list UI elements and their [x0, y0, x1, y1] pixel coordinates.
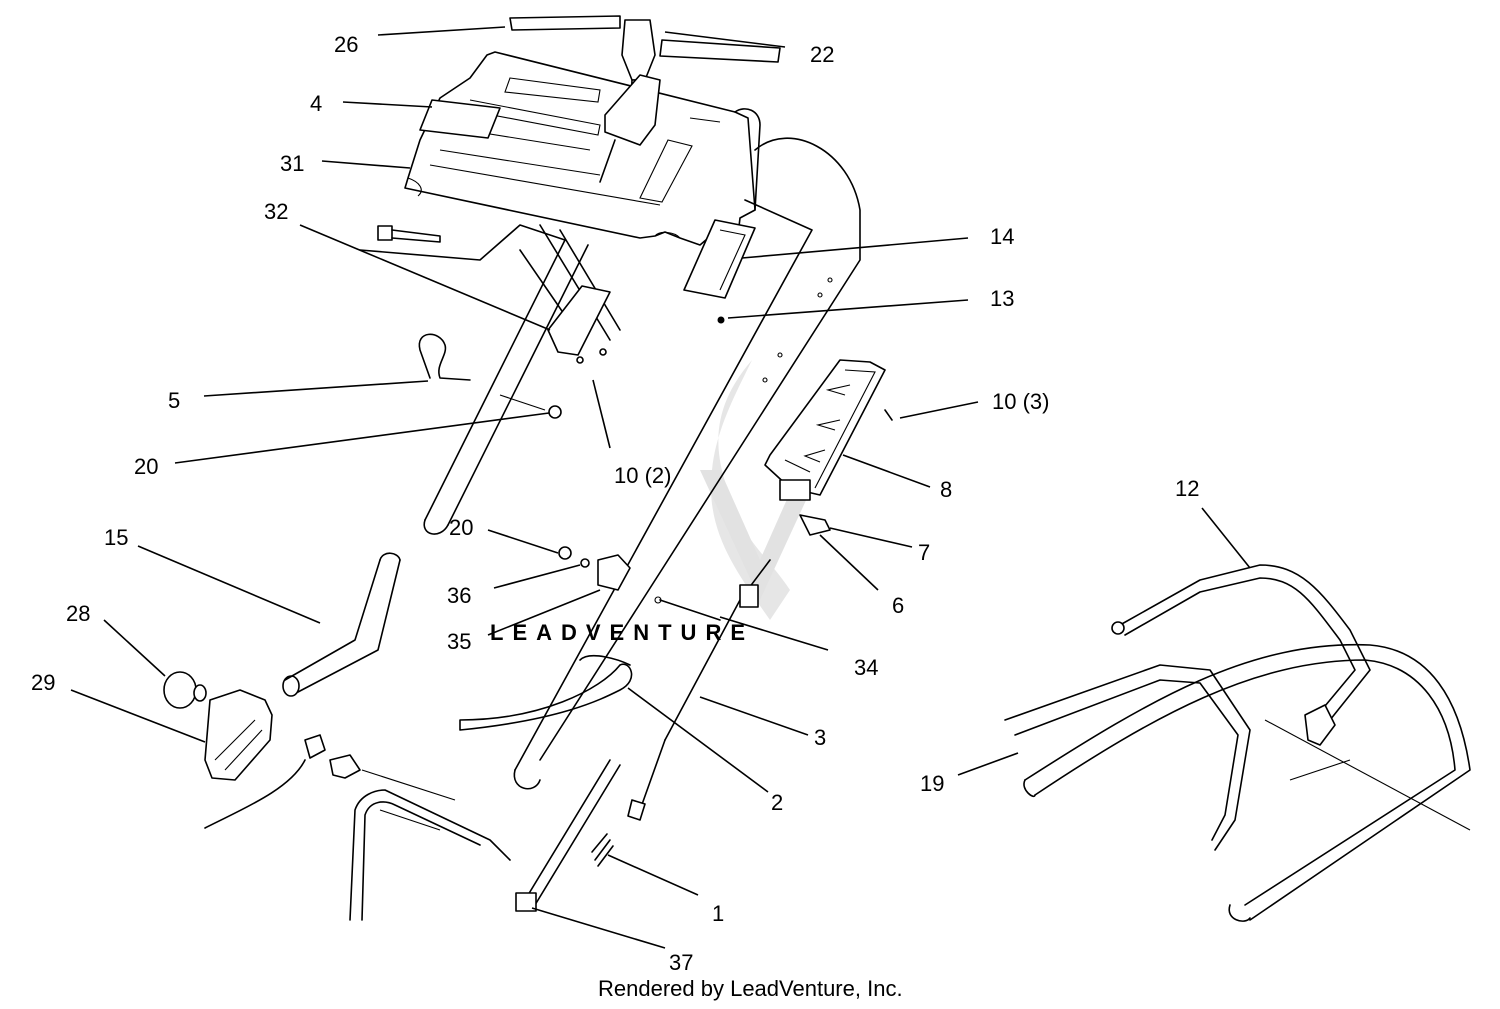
watermark: LEADVENTURE: [490, 360, 820, 645]
cable-3: [627, 514, 831, 821]
decal-26: [509, 15, 621, 31]
spring-1: [591, 833, 614, 867]
plate-14: [683, 219, 756, 299]
callout-12[interactable]: 12: [1175, 476, 1199, 501]
bracket-29: [204, 689, 273, 781]
hairpin-5: [418, 333, 562, 419]
callout-3[interactable]: 3: [814, 725, 826, 750]
decal-4: [419, 99, 501, 139]
callout-13[interactable]: 13: [990, 286, 1014, 311]
bolt-34: [654, 596, 721, 621]
callout-20-a[interactable]: 20: [134, 454, 158, 479]
footer-credit: Rendered by LeadVenture, Inc.: [598, 976, 903, 1001]
callout-37[interactable]: 37: [669, 950, 693, 975]
callout-10-3[interactable]: 10 (3): [992, 389, 1049, 414]
shift-knob: [621, 19, 656, 81]
watermark-text: LEADVENTURE: [490, 620, 754, 645]
rod-37: [515, 759, 621, 912]
callout-20-b[interactable]: 20: [449, 515, 473, 540]
callout-26[interactable]: 26: [334, 32, 358, 57]
callout-10-2[interactable]: 10 (2): [614, 463, 671, 488]
watermark-flame-icon: [710, 360, 790, 620]
callout-35[interactable]: 35: [447, 629, 471, 654]
carriage-bolt: [377, 225, 441, 243]
callout-32[interactable]: 32: [264, 199, 288, 224]
left-handle-tube: [359, 224, 621, 535]
callout-29[interactable]: 29: [31, 670, 55, 695]
decal-22: [659, 39, 781, 63]
bail-2: [459, 655, 633, 731]
callout-28[interactable]: 28: [66, 601, 90, 626]
callout-7[interactable]: 7: [918, 540, 930, 565]
callout-31[interactable]: 31: [280, 151, 304, 176]
cable-bracket-35: [558, 546, 631, 591]
callout-labels: 26 22 4 31 32 14 13 5 10 (3) 20 10 (2) 8…: [31, 32, 1199, 975]
callout-2[interactable]: 2: [771, 790, 783, 815]
main-handle: [513, 137, 861, 790]
watermark-v-icon: [700, 470, 820, 600]
callout-36[interactable]: 36: [447, 583, 471, 608]
callout-19[interactable]: 19: [920, 771, 944, 796]
callout-6[interactable]: 6: [892, 593, 904, 618]
lower-handle-15: [282, 552, 401, 697]
callout-4[interactable]: 4: [310, 91, 322, 116]
panel-8: [764, 359, 893, 501]
callout-8[interactable]: 8: [940, 477, 952, 502]
callout-14[interactable]: 14: [990, 224, 1014, 249]
callout-15[interactable]: 15: [104, 525, 128, 550]
handle-assembly-12: [1004, 564, 1471, 922]
deck-edge: [204, 759, 306, 829]
control-panel: [404, 19, 761, 246]
callout-1[interactable]: 1: [712, 901, 724, 926]
knob-28: [163, 671, 207, 709]
leader-lines: [70, 26, 1251, 949]
callout-34[interactable]: 34: [854, 655, 878, 680]
mower-body: [349, 789, 511, 921]
callout-5[interactable]: 5: [168, 388, 180, 413]
handle-cover-32: [547, 285, 611, 356]
callout-22[interactable]: 22: [810, 42, 834, 67]
